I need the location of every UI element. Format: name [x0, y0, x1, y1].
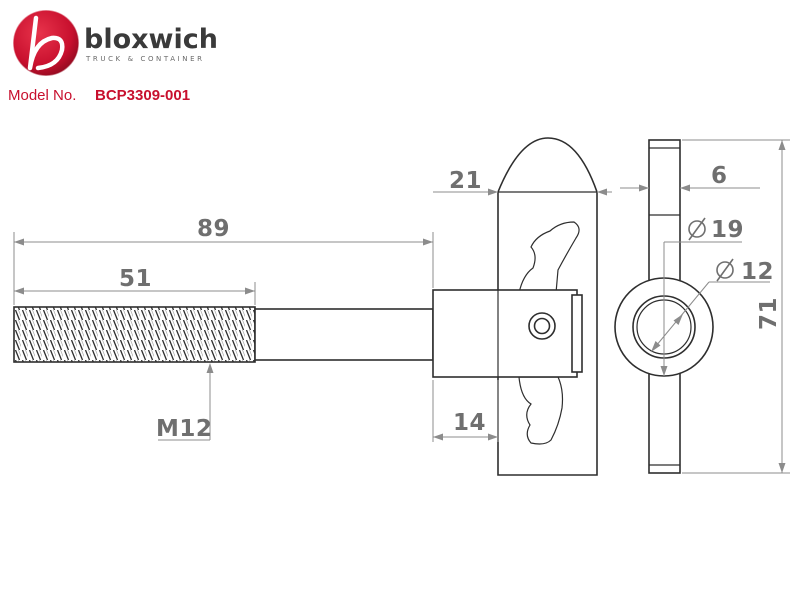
dim-thread-length-label: 51: [119, 266, 152, 292]
dim-height-label: 71: [756, 297, 782, 330]
brand-logo: bloxwich TRUCK & CONTAINER: [12, 9, 218, 77]
dim-plate-width-label: 21: [449, 168, 482, 194]
dimension-block-offset: 14: [432, 380, 499, 442]
wing-upper: [518, 221, 580, 294]
block-end-face: [571, 294, 583, 373]
dimension-plate-thickness: 6: [620, 163, 760, 192]
bloxwich-b-logo-icon: [12, 9, 80, 77]
dimension-thread-length: 51: [14, 266, 256, 305]
hinge-block: [432, 289, 578, 378]
pin-inner: [533, 317, 551, 335]
threaded-section: [13, 306, 256, 363]
dim-block-offset-label: 14: [453, 410, 486, 436]
bolt-shank: [254, 308, 434, 361]
dimension-outer-diameter: 19: [660, 217, 744, 376]
dim-thread-spec-label: M12: [156, 416, 212, 442]
brand-tagline: TRUCK & CONTAINER: [85, 55, 205, 63]
dimension-overall-length: 89: [13, 216, 434, 305]
dimension-inner-diameter: 12: [650, 258, 774, 353]
dim-inner-diameter-label: 12: [741, 259, 774, 285]
dim-outer-diameter-label: 19: [711, 217, 744, 243]
model-label: Model No.: [8, 87, 76, 104]
diameter-symbol-icon: [716, 258, 734, 282]
dim-overall-length-label: 89: [197, 216, 230, 242]
bolt: [13, 306, 434, 363]
side-plate: [432, 137, 598, 476]
model-number-line: Model No. BCP3309-001: [8, 87, 190, 104]
dimension-thread-spec: M12: [156, 363, 214, 442]
dim-plate-thickness-label: 6: [711, 163, 728, 189]
dimension-height: 71: [682, 139, 790, 474]
brand-name: bloxwich: [84, 24, 218, 55]
wing-lower: [518, 376, 564, 445]
dimension-plate-width: 21: [433, 168, 612, 196]
model-number: BCP3309-001: [95, 87, 190, 104]
diameter-symbol-icon: [688, 217, 706, 241]
